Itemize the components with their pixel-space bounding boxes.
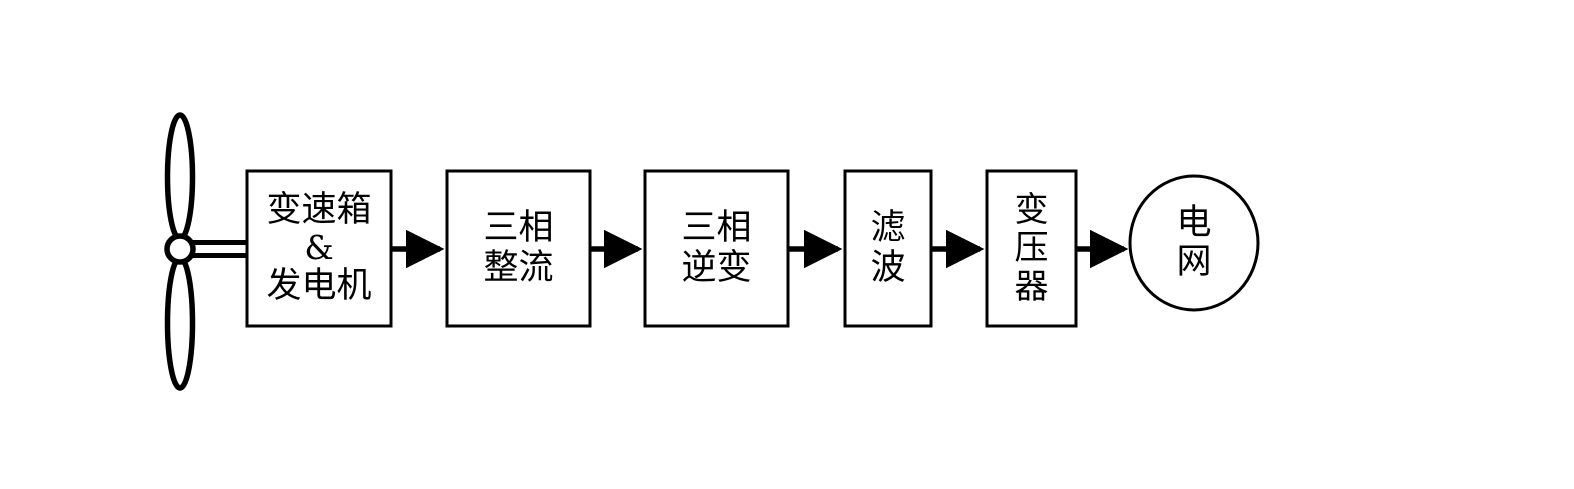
block-transformer-outline[interactable] (985, 169, 1078, 328)
block-three-phase-rectifier-outline[interactable] (445, 169, 592, 328)
turbine-blade-lower (164, 255, 196, 391)
turbine-blade-upper (164, 112, 196, 242)
block-filter-outline[interactable] (843, 169, 933, 328)
turbine-shaft (187, 240, 251, 258)
wind-turbine-icon (164, 112, 251, 391)
block-three-phase-inverter-outline[interactable] (643, 169, 790, 328)
block-power-grid-outline[interactable] (1128, 174, 1260, 312)
block-gearbox-generator-outline[interactable] (245, 169, 393, 328)
turbine-hub (164, 233, 196, 265)
